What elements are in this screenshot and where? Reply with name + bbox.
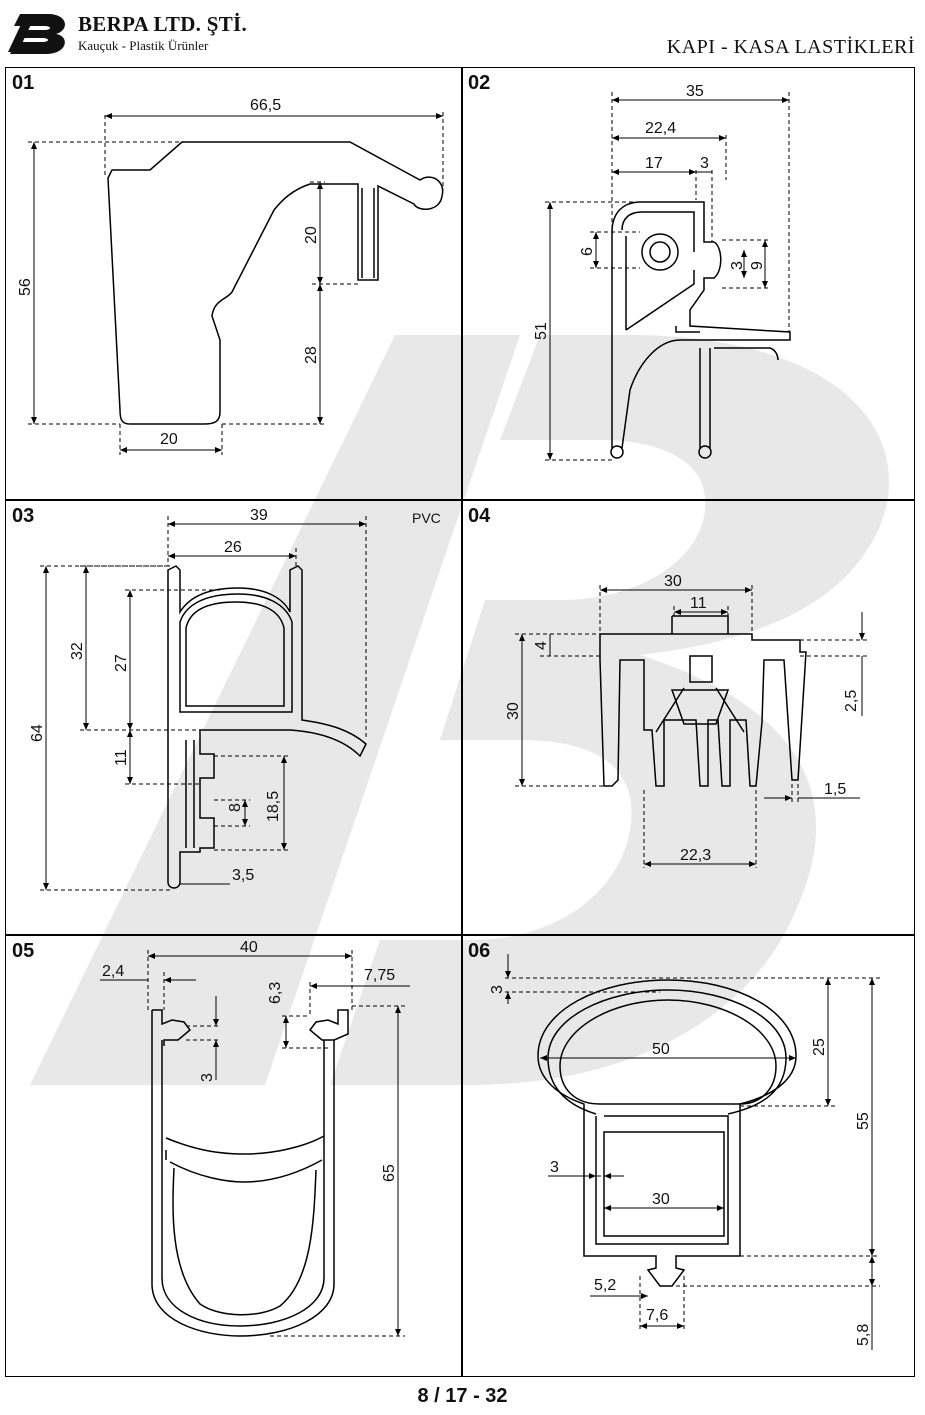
dimensions-01	[28, 112, 444, 455]
dim-04-w1: 30	[664, 573, 682, 590]
dim-02-w1: 35	[686, 83, 704, 100]
dim-06-w1: 50	[652, 1041, 670, 1058]
dim-05-w1: 40	[240, 939, 258, 956]
dimensions-03	[40, 516, 367, 891]
profile-02	[610, 201, 791, 459]
company-tagline: Kauçuk - Plastik Ürünler	[78, 38, 209, 53]
grid-divider-row2	[6, 934, 914, 936]
dim-01-inner-lower: 28	[303, 346, 320, 364]
dim-04-w2: 11	[690, 595, 707, 612]
dim-02-h-nine: 9	[749, 261, 766, 270]
dim-03-h1: 64	[29, 724, 46, 742]
dim-03-h6: 18,5	[265, 791, 282, 822]
dimensions-04	[515, 585, 870, 868]
panel-number-06: 06	[468, 940, 491, 962]
dim-03-h4: 11	[113, 749, 130, 766]
profile-05	[151, 1009, 349, 1337]
dim-05-w2: 2,4	[102, 963, 124, 980]
page-reference: 8 / 17 - 32	[417, 1385, 508, 1407]
dim-02-w4: 3	[700, 155, 709, 172]
dim-03-h3: 27	[113, 654, 130, 672]
panel-number-03: 03	[12, 505, 35, 527]
dim-02-w2: 22,4	[645, 120, 676, 137]
dim-02-h-small: 6	[579, 247, 596, 256]
dim-01-height: 56	[17, 278, 34, 296]
dimension-lines-05	[100, 953, 410, 1336]
dim-06-height: 55	[855, 1112, 872, 1130]
profile-03	[167, 565, 367, 889]
dim-03-h2: 32	[69, 642, 86, 660]
dim-06-h2: 25	[811, 1038, 828, 1056]
dim-05-h1: 3	[199, 1073, 216, 1082]
dim-03-w1: 39	[250, 507, 268, 524]
dim-04-h1: 4	[533, 641, 550, 650]
dim-02-h-mid: 3	[729, 261, 746, 270]
dim-05-height: 65	[381, 1164, 398, 1182]
dim-06-t1: 3	[550, 1159, 559, 1176]
grid-divider-vertical	[461, 68, 463, 1376]
drawing-grid: 01 02 03 PVC 04 05 06	[5, 67, 915, 1377]
dim-06-h3: 5,8	[855, 1324, 872, 1346]
dim-06-w3: 5,2	[594, 1277, 616, 1294]
dim-05-w4: 7,75	[364, 967, 395, 984]
dim-06-w4: 7,6	[646, 1307, 668, 1324]
panel-number-01: 01	[12, 72, 35, 94]
panel-number-05: 05	[12, 940, 35, 962]
page-header: BERPA LTD. ŞTİ. Kauçuk - Plastik Ürünler…	[0, 0, 925, 68]
dimension-lines-01	[31, 113, 443, 453]
profile-06	[537, 979, 797, 1287]
panel-number-04: 04	[468, 505, 491, 527]
grid-divider-row1	[6, 499, 914, 501]
dim-01-base: 20	[160, 431, 178, 448]
dim-03-w3: 3,5	[232, 867, 254, 884]
dim-06-h1: 3	[489, 985, 506, 994]
dimension-lines-02	[547, 97, 789, 460]
company-name: BERPA LTD. ŞTİ.	[78, 12, 248, 36]
dim-01-width-top: 66,5	[250, 97, 281, 114]
dim-02-w3: 17	[645, 155, 663, 172]
dim-03-w2: 26	[224, 539, 242, 556]
dimensions-02	[545, 92, 790, 461]
panel-number-02: 02	[468, 72, 491, 94]
dimension-lines-06	[505, 954, 875, 1350]
dim-04-h2: 30	[505, 702, 522, 720]
material-label-pvc: PVC	[412, 510, 441, 526]
document-title: KAPI - KASA LASTİKLERİ	[666, 36, 915, 58]
dim-04-w4: 22,3	[680, 847, 711, 864]
dimension-lines-04	[519, 587, 865, 867]
dimensions-05	[147, 950, 405, 1337]
berpa-logo-icon	[8, 14, 66, 54]
dimension-lines-03	[43, 521, 366, 890]
dim-04-w3: 1,5	[824, 781, 846, 798]
dim-05-w3: 6,3	[267, 982, 284, 1004]
profile-04	[599, 615, 807, 787]
dim-02-height: 51	[533, 322, 550, 340]
dim-04-h3: 2,5	[843, 690, 860, 712]
dimensions-06	[505, 977, 880, 1330]
dim-06-w2: 30	[652, 1191, 670, 1208]
dim-01-inner-upper: 20	[303, 226, 320, 244]
profile-01	[107, 141, 444, 425]
dim-03-h5: 8	[227, 803, 244, 812]
